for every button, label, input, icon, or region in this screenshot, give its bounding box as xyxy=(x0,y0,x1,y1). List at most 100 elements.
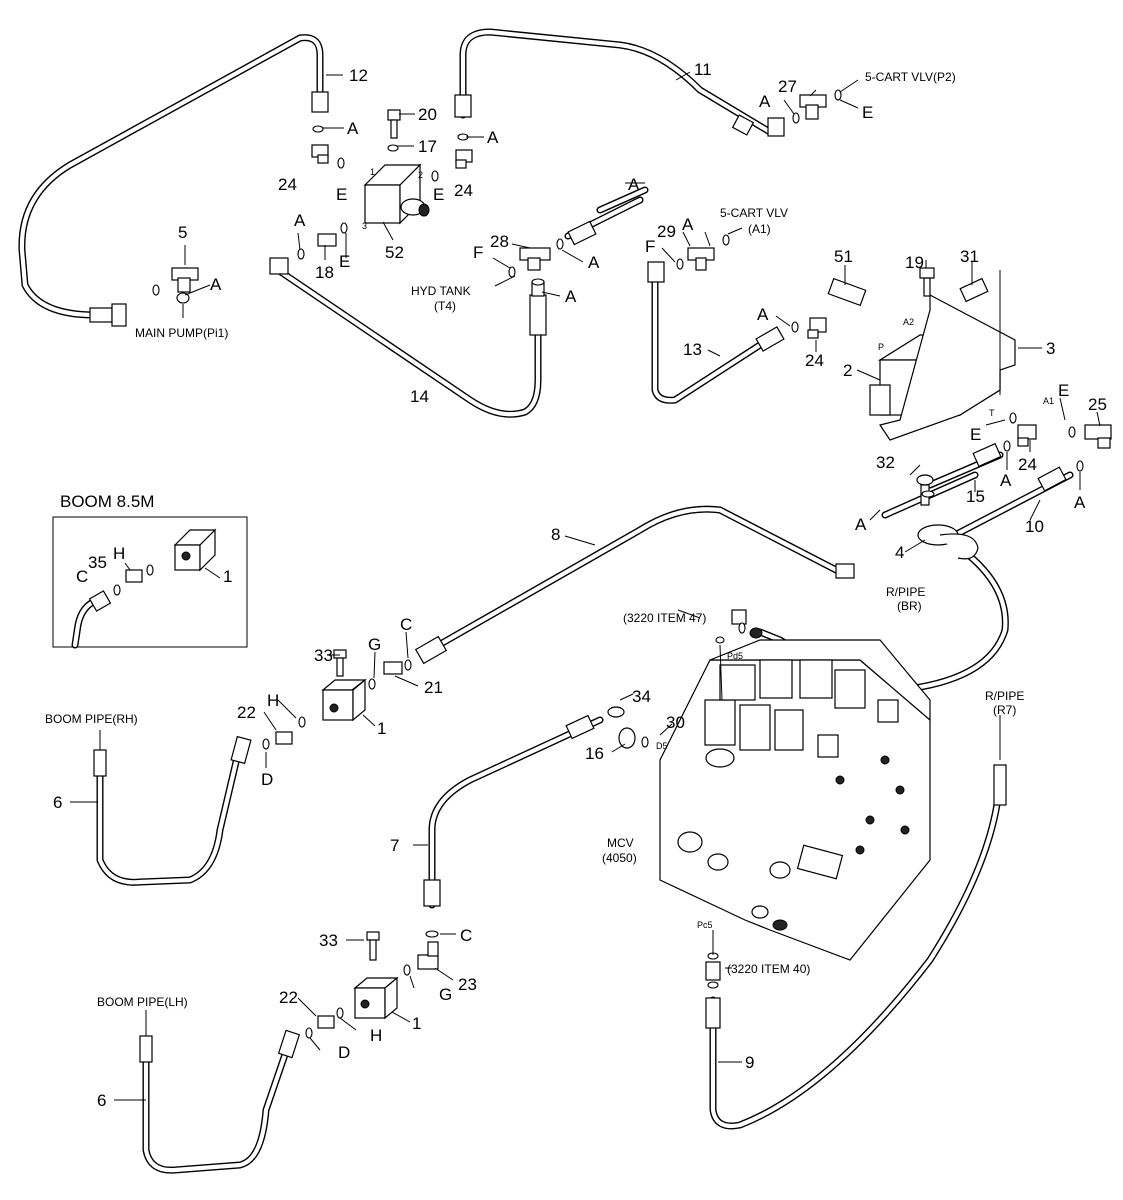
label-mcv: MCV xyxy=(607,836,634,850)
label-r-pipe-br: R/PIPE xyxy=(886,585,925,599)
label-3220-item-47: (3220 ITEM 47) xyxy=(623,611,706,625)
item-24c: 24 xyxy=(805,351,824,370)
hose-8 xyxy=(414,505,855,665)
block-1c xyxy=(173,528,217,572)
seal-g-1: G xyxy=(368,635,381,654)
seal-a-2: A xyxy=(487,128,499,147)
tee-5 xyxy=(171,267,199,304)
item-22a: 22 xyxy=(237,703,256,722)
mcv-block xyxy=(659,639,931,961)
seal-e-6: E xyxy=(970,425,981,444)
hose-7 xyxy=(423,714,604,909)
item-18: 18 xyxy=(315,263,334,282)
elbow-24d xyxy=(1017,424,1037,447)
seal-a-6: A xyxy=(565,287,577,306)
item-51: 51 xyxy=(834,247,853,266)
seal-f-1: F xyxy=(473,243,483,262)
seal-d-2: D xyxy=(338,1043,350,1062)
item-6b: 6 xyxy=(97,1091,106,1110)
label-3220-item-40: (3220 ITEM 40) xyxy=(727,962,810,976)
hose-15 xyxy=(926,442,1004,489)
label-hyd-tank: HYD TANK xyxy=(411,284,471,298)
item-27: 27 xyxy=(778,77,797,96)
seal-h-2: H xyxy=(267,691,279,710)
label-main-pump: MAIN PUMP(Pi1) xyxy=(135,326,228,340)
port-3: 3 xyxy=(362,221,367,231)
seal-a-12: A xyxy=(1074,493,1086,512)
seal-e-4: E xyxy=(862,103,873,122)
item-24b: 24 xyxy=(454,181,473,200)
bolt-20 xyxy=(387,109,401,139)
item-29: 29 xyxy=(657,222,676,241)
port-pc5: Pc5 xyxy=(697,920,713,930)
port-a1: A1 xyxy=(1043,396,1054,406)
boom-inset: BOOM 8.5M 1 35 H C xyxy=(52,492,248,649)
bolt-33a xyxy=(333,649,347,677)
item-23: 23 xyxy=(458,975,477,994)
seal-e-5: E xyxy=(1058,381,1069,400)
item-12: 12 xyxy=(349,66,368,85)
clamp-4 xyxy=(917,524,979,560)
seal-e-3: E xyxy=(339,252,350,271)
seal-h-3: H xyxy=(370,1026,382,1045)
item-9: 9 xyxy=(745,1053,754,1072)
label-boom-pipe-lh: BOOM PIPE(LH) xyxy=(97,995,188,1009)
seal-d-1: D xyxy=(261,770,273,789)
label-5cart-vlv-p2: 5-CART VLV(P2) xyxy=(865,70,956,84)
label-seal-c-inset: C xyxy=(76,567,88,586)
label-5cart-vlv-a1: (A1) xyxy=(748,222,771,236)
item-15: 15 xyxy=(966,487,985,506)
label-mcv-4050: (4050) xyxy=(602,851,637,865)
adapter-22a xyxy=(275,731,293,745)
fitting-pd5 xyxy=(731,609,763,639)
label-r-pipe-r7: R/PIPE xyxy=(985,689,1024,703)
label-boom-pipe-rh: BOOM PIPE(RH) xyxy=(45,712,138,726)
block-52 xyxy=(363,163,430,225)
item-4: 4 xyxy=(895,543,904,562)
elbow-24b xyxy=(455,149,473,169)
item-28: 28 xyxy=(490,232,509,251)
label-item-35: 35 xyxy=(88,553,107,572)
item-17: 17 xyxy=(418,137,437,156)
item-21: 21 xyxy=(424,678,443,697)
seal-a-7: A xyxy=(628,175,640,194)
seal-letters: A A A A A A A A A A A A A E E E E E E F … xyxy=(210,92,1086,1062)
item-16: 16 xyxy=(585,744,604,763)
item-24d: 24 xyxy=(1018,455,1037,474)
seal-a-4: A xyxy=(294,211,306,230)
boom-8-5m-title: BOOM 8.5M xyxy=(60,492,154,511)
label-seal-h-inset: H xyxy=(113,544,125,563)
port-1: 1 xyxy=(370,167,375,177)
hose-10 xyxy=(951,466,1074,539)
bolt-33b xyxy=(366,931,380,961)
plug-19 xyxy=(919,267,935,297)
label-5cart-vlv: 5-CART VLV xyxy=(720,206,788,220)
label-r-pipe-br-2: (BR) xyxy=(897,599,922,613)
fitting-16 xyxy=(618,727,636,749)
elbow-25 xyxy=(1084,424,1112,449)
item-30: 30 xyxy=(666,713,685,732)
seal-a-9: A xyxy=(759,92,771,111)
port-pd5: Pd5 xyxy=(727,651,743,661)
seal-a-5: A xyxy=(588,253,600,272)
adapter-21 xyxy=(383,661,403,675)
seal-e-1: E xyxy=(336,185,347,204)
hose-11 xyxy=(454,28,785,137)
item-7: 7 xyxy=(390,836,399,855)
item-19: 19 xyxy=(905,253,924,272)
hose-6-upper xyxy=(93,735,252,886)
text-labels: MAIN PUMP(Pi1) HYD TANK (T4) 5-CART VLV(… xyxy=(45,70,1024,1009)
port-a2: A2 xyxy=(903,317,914,327)
seal-f-2: F xyxy=(645,237,655,256)
item-25: 25 xyxy=(1088,395,1107,414)
item-22b: 22 xyxy=(279,988,298,1007)
tee-29 xyxy=(687,247,715,271)
item-14: 14 xyxy=(410,387,429,406)
plug-31 xyxy=(959,277,989,303)
fitting-pc5 xyxy=(705,961,721,981)
item-24a: 24 xyxy=(278,175,297,194)
item-numbers: 12 11 20 17 24 24 52 5 18 28 29 27 13 24… xyxy=(53,60,1107,1110)
bracket-3 xyxy=(879,270,1016,441)
adapter-22b xyxy=(317,1015,335,1029)
